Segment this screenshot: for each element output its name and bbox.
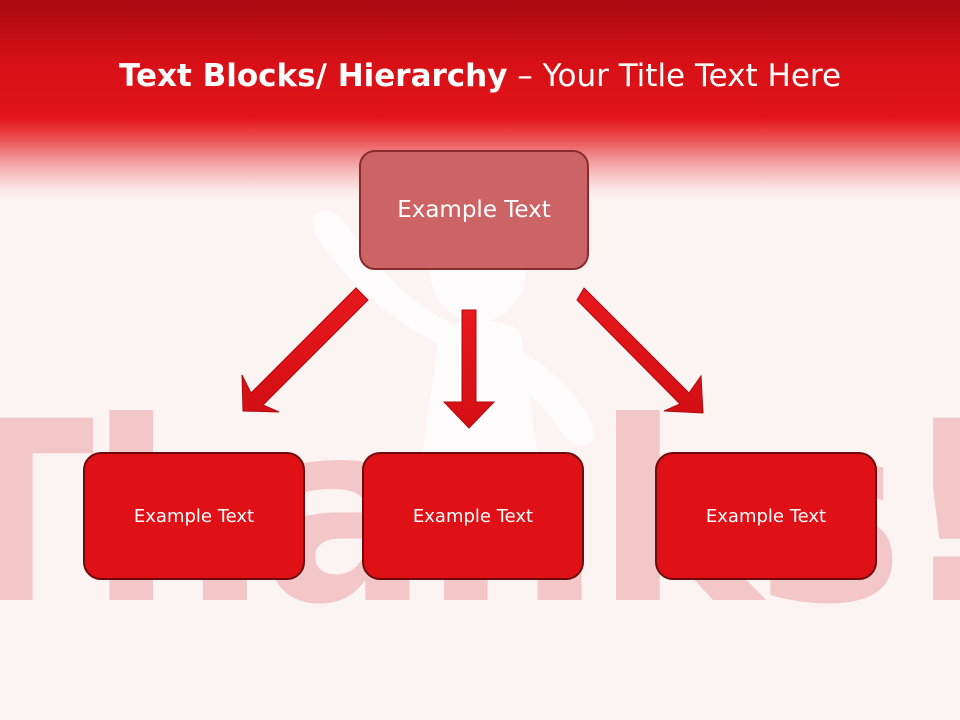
child-box-left[interactable]: Example Text (83, 452, 305, 580)
child-box-left-label: Example Text (133, 505, 255, 527)
child-box-middle-label: Example Text (412, 505, 534, 527)
child-box-right-label: Example Text (705, 505, 827, 527)
child-box-right[interactable]: Example Text (655, 452, 877, 580)
title-bold: Text Blocks/ Hierarchy (118, 58, 508, 94)
root-box-label: Example Text (397, 197, 551, 223)
slide-title: Text Blocks/ Hierarchy – Your Title Text… (0, 56, 960, 96)
arrow-to-left (241, 287, 369, 413)
arrow-to-right (576, 287, 704, 414)
arrow-to-middle (442, 309, 496, 429)
child-box-middle[interactable]: Example Text (362, 452, 584, 580)
title-normal: – Your Title Text Here (507, 58, 842, 94)
root-box[interactable]: Example Text (359, 150, 589, 270)
